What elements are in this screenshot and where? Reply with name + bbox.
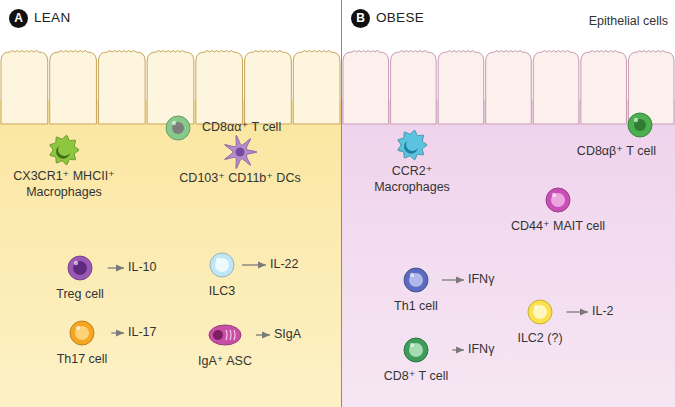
- immune-cell: Th17 cell: [55, 315, 110, 368]
- immune-cell: CCR2⁺ Macrophages: [360, 127, 464, 195]
- cell-icon: [207, 317, 243, 353]
- cell-name: CD8⁺ T cell: [382, 369, 451, 385]
- cell-name: Treg cell: [54, 287, 105, 303]
- panel-letter: B: [351, 9, 370, 28]
- lamina-propria: [342, 100, 675, 407]
- epithelium: [1, 51, 674, 125]
- cytokine-label: IFNγ: [466, 272, 496, 288]
- cytokine-name: SIgA: [272, 327, 303, 343]
- lamina-propria: [0, 100, 341, 407]
- immune-cell: IgA⁺ ASC: [196, 317, 254, 370]
- cytokine-label: IL-10: [126, 260, 159, 276]
- immune-cell: CD8αα⁺ T cell: [160, 110, 283, 146]
- cytokine-name: IL-17: [126, 325, 159, 341]
- cytokine-label: IL-22: [268, 257, 301, 273]
- cell-icon: [62, 250, 98, 286]
- panel-letter: A: [9, 9, 28, 28]
- cytokine-name: IL-2: [590, 304, 616, 320]
- epithelial-cell: [438, 51, 484, 125]
- cell-name: IgA⁺ ASC: [196, 354, 254, 370]
- immune-cell: ILC2 (?): [515, 294, 564, 347]
- immune-cell: CD8αβ⁺ T cell: [575, 107, 658, 160]
- diagram-panel: A LEAN CD8αα⁺ T cellCX3CR1⁺ MHCII⁺ Macroph…: [0, 0, 341, 407]
- cell-icon: [46, 132, 82, 168]
- cell-icon: [398, 332, 434, 368]
- cytokine-label: IL-17: [126, 325, 159, 341]
- immune-cell: Treg cell: [54, 250, 105, 303]
- cell-name: Th1 cell: [392, 299, 440, 315]
- epithelial-cell: [98, 51, 145, 125]
- cell-icon: [64, 315, 100, 351]
- cytokine-label: IFNγ: [466, 342, 496, 358]
- secretion-arrow: [256, 334, 270, 335]
- cell-name: CD103⁺ CD11b⁺ DCs: [177, 171, 302, 187]
- immune-cell: ILC3: [204, 247, 240, 300]
- cell-name: CD8αβ⁺ T cell: [575, 144, 658, 160]
- secretion-arrow: [452, 349, 464, 350]
- cell-name: CD44⁺ MAIT cell: [509, 219, 607, 235]
- secretion-arrow: [111, 332, 124, 333]
- cell-icon: [204, 247, 240, 283]
- epithelial-cell: [245, 51, 292, 125]
- epithelial-cell: [486, 51, 532, 125]
- cell-name: CD8αα⁺ T cell: [200, 120, 283, 136]
- cell-name: ILC2 (?): [515, 331, 564, 347]
- cell-name: Th17 cell: [55, 352, 110, 368]
- secretion-arrow: [442, 279, 464, 280]
- epithelial-cell: [343, 51, 389, 125]
- cell-icon: [622, 107, 658, 143]
- cell-name: ILC3: [207, 284, 237, 300]
- epithelial-cell: [533, 51, 579, 125]
- diagram-panel: B OBESE CD8αβ⁺ T cellCCR2⁺ MacrophagesCD44…: [342, 0, 675, 407]
- cell-name: CX3CR1⁺ MHCII⁺ Macrophages: [3, 169, 125, 200]
- region-label: Epithelial cells: [589, 14, 668, 30]
- cell-icon: [222, 134, 258, 170]
- cytokine-label: IL-2: [590, 304, 616, 320]
- epithelial-cell: [391, 51, 437, 125]
- cell-icon: [540, 182, 576, 218]
- epithelial-cell: [50, 51, 97, 125]
- epithelial-cell: [147, 51, 194, 125]
- epithelial-cell: [1, 51, 48, 125]
- secretion-arrow: [242, 264, 266, 265]
- immune-cell: CD103⁺ CD11b⁺ DCs: [177, 134, 302, 187]
- immune-cell: Th1 cell: [392, 262, 440, 315]
- cytokine-name: IL-22: [268, 257, 301, 273]
- panel-title: LEAN: [34, 10, 70, 27]
- cytokine-name: IFNγ: [466, 342, 496, 358]
- cell-icon: [394, 127, 430, 163]
- cell-icon: [522, 294, 558, 330]
- epithelial-cell: [581, 51, 627, 125]
- cell-name: CCR2⁺ Macrophages: [360, 164, 464, 195]
- panel-divider: [341, 0, 342, 407]
- immune-cell: CD8⁺ T cell: [382, 332, 451, 385]
- epithelial-cell: [293, 51, 340, 125]
- immune-cell: CD44⁺ MAIT cell: [509, 182, 607, 235]
- secretion-arrow: [108, 267, 124, 268]
- cytokine-label: SIgA: [272, 327, 303, 343]
- immune-cell: CX3CR1⁺ MHCII⁺ Macrophages: [3, 132, 125, 200]
- cell-icon: [160, 110, 196, 146]
- cytokine-name: IFNγ: [466, 272, 496, 288]
- cytokine-name: IL-10: [126, 260, 159, 276]
- secretion-arrow: [567, 311, 588, 312]
- cell-icon: [398, 262, 434, 298]
- epithelial-cell: [628, 51, 674, 125]
- panel-title: OBESE: [376, 10, 424, 27]
- epithelial-cell: [196, 51, 243, 125]
